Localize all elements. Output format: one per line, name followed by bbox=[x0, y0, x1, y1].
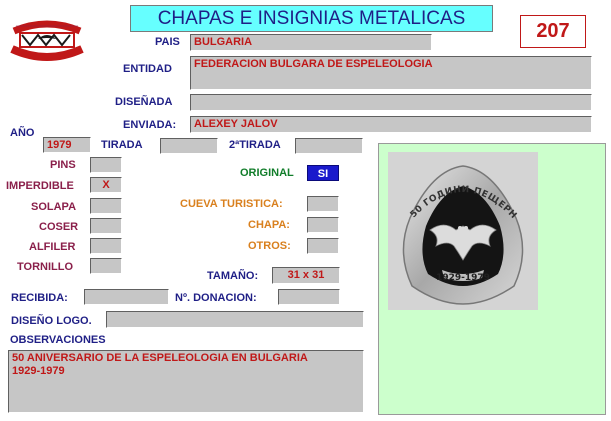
club-logo bbox=[8, 17, 86, 65]
badge-photo: 50 ГОДИНИ ПЕЩЕРНО ДЕЛО 1929-1979 bbox=[384, 145, 538, 310]
enviada-label: ENVIADA: bbox=[123, 119, 177, 131]
pins-checkbox[interactable] bbox=[90, 157, 122, 173]
tamano-field[interactable]: 31 x 31 bbox=[272, 267, 340, 284]
solapa-label: SOLAPA bbox=[31, 201, 77, 213]
alfiler-label: ALFILER bbox=[29, 241, 76, 253]
chapa-checkbox[interactable] bbox=[307, 217, 339, 233]
tamano-label: TAMAÑO: bbox=[207, 270, 259, 282]
otros-checkbox[interactable] bbox=[307, 238, 339, 254]
num-donacion-field[interactable] bbox=[278, 289, 340, 305]
tirada-field[interactable] bbox=[160, 138, 218, 154]
ano-label: AÑO bbox=[10, 127, 35, 139]
solapa-checkbox[interactable] bbox=[90, 198, 122, 214]
chapa-label: CHAPA: bbox=[248, 219, 290, 231]
pins-label: PINS bbox=[50, 159, 76, 171]
otros-label: OTROS: bbox=[248, 240, 291, 252]
segunda-tirada-field[interactable] bbox=[295, 138, 363, 154]
tirada-label: TIRADA bbox=[101, 139, 143, 151]
page-title: CHAPAS E INSIGNIAS METALICAS bbox=[130, 5, 493, 32]
tornillo-label: TORNILLO bbox=[17, 261, 74, 273]
alfiler-checkbox[interactable] bbox=[90, 238, 122, 254]
entidad-field[interactable]: FEDERACION BULGARA DE ESPELEOLOGIA bbox=[190, 56, 592, 90]
pais-field[interactable]: BULGARIA bbox=[190, 34, 432, 51]
recibida-label: RECIBIDA: bbox=[11, 292, 68, 304]
disenada-label: DISEÑADA bbox=[115, 96, 173, 108]
record-number: 207 bbox=[520, 15, 586, 48]
imperdible-checkbox[interactable]: X bbox=[90, 177, 122, 193]
original-label: ORIGINAL bbox=[240, 167, 294, 179]
observaciones-field[interactable]: 50 ANIVERSARIO DE LA ESPELEOLOGIA EN BUL… bbox=[8, 350, 364, 413]
observaciones-label: OBSERVACIONES bbox=[10, 334, 106, 346]
cueva-turistica-checkbox[interactable] bbox=[307, 196, 339, 212]
recibida-field[interactable] bbox=[84, 289, 169, 305]
pais-label: PAIS bbox=[155, 36, 180, 48]
disenada-field[interactable] bbox=[190, 94, 592, 111]
entidad-label: ENTIDAD bbox=[123, 63, 172, 75]
tornillo-checkbox[interactable] bbox=[90, 258, 122, 274]
imperdible-label: IMPERDIBLE bbox=[6, 180, 74, 192]
cueva-turistica-label: CUEVA TURISTICA: bbox=[180, 198, 283, 210]
num-donacion-label: Nº. DONACION: bbox=[175, 292, 257, 304]
segunda-tirada-label: 2ªTIRADA bbox=[229, 139, 281, 151]
coser-label: COSER bbox=[39, 221, 79, 233]
coser-checkbox[interactable] bbox=[90, 218, 122, 234]
diseno-logo-label: DISEÑO LOGO. bbox=[11, 315, 92, 327]
badge-years: 1929-1979 bbox=[436, 273, 490, 283]
enviada-field[interactable]: ALEXEY JALOV bbox=[190, 116, 592, 133]
original-value[interactable]: SI bbox=[307, 165, 339, 181]
ano-field[interactable]: 1979 bbox=[43, 137, 91, 153]
diseno-logo-field[interactable] bbox=[106, 311, 364, 328]
